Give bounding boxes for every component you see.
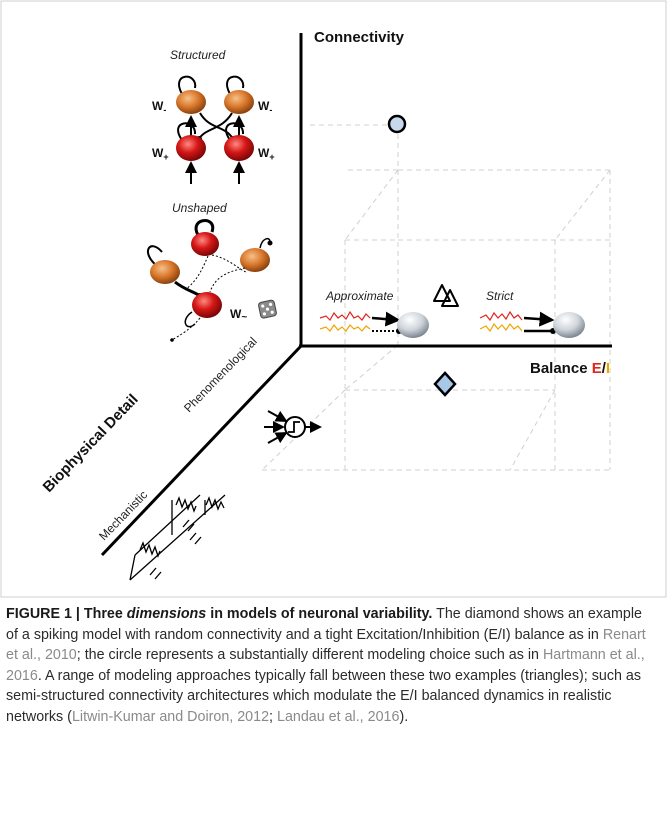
self-loop-red-left (177, 122, 197, 141)
strict-label: Strict (486, 289, 514, 303)
orange-neuron (240, 248, 270, 272)
diamond-marker (433, 371, 457, 397)
silver-neuron (397, 312, 429, 338)
citation-link[interactable]: Landau et al., 2016 (277, 708, 400, 725)
caption-title: FIGURE 1 | Three dimensions in models of… (6, 606, 433, 622)
biophysical-axis-label: Biophysical Detail (40, 391, 142, 496)
caption-text: ; the circle represents a substantially … (76, 647, 543, 663)
silver-neuron (553, 312, 585, 338)
w-plus-label-left: W+ (152, 146, 169, 162)
red-neuron (176, 135, 206, 161)
citation-link[interactable]: Hartmann et al., 2016 (6, 647, 645, 684)
connectivity-axis-label: Connectivity (314, 29, 405, 46)
biophysical-axis (100, 344, 303, 557)
self-loop-orange-left (178, 75, 197, 95)
structured-network: Structured W- W- W+ W+ (152, 48, 275, 184)
panel-border (0, 0, 667, 598)
strict-balance-illustration: Strict (479, 289, 585, 338)
approximate-label: Approximate (325, 289, 394, 303)
integrate-and-fire-icon (264, 410, 322, 444)
unshaped-network: Unshaped W~ (146, 201, 277, 342)
rc-circuit-icon (129, 494, 226, 581)
approximate-balance-illustration: Approximate (319, 289, 429, 338)
triangle-markers (433, 284, 459, 307)
unshaped-label: Unshaped (172, 201, 227, 215)
w-tilde-label: W~ (230, 307, 247, 323)
red-neuron (192, 292, 222, 318)
citation-link[interactable]: Renart et al., 2010 (6, 626, 646, 664)
w-plus-label-right: W+ (258, 146, 275, 162)
caption-text: ). (399, 708, 409, 725)
caption-text: ; (269, 708, 277, 725)
red-neuron (191, 232, 219, 256)
orange-neuron (176, 90, 206, 114)
figure-caption: FIGURE 1 | Three dimensions in models of… (6, 604, 656, 727)
red-neuron (224, 135, 254, 161)
dice-icon (258, 299, 277, 319)
axes (100, 33, 612, 557)
self-loop-orange-right (226, 75, 245, 95)
orange-neuron (224, 90, 254, 114)
balance-axis-label: Balance E/I (530, 360, 610, 377)
w-minus-label-left: W- (152, 99, 166, 115)
w-minus-label-right: W- (258, 99, 272, 115)
self-loop-red-right (225, 122, 245, 141)
orange-neuron (150, 260, 180, 284)
caption-text: . A range of modeling approaches typical… (6, 667, 641, 725)
figure-graphic: Connectivity Balance E/I Biophysical Det… (0, 0, 667, 598)
structured-label: Structured (170, 48, 226, 62)
circle-marker (387, 114, 407, 134)
citation-link[interactable]: Litwin-Kumar and Doiron, 2012 (71, 708, 270, 725)
caption-text: The diamond shows an example of a spikin… (6, 606, 642, 643)
